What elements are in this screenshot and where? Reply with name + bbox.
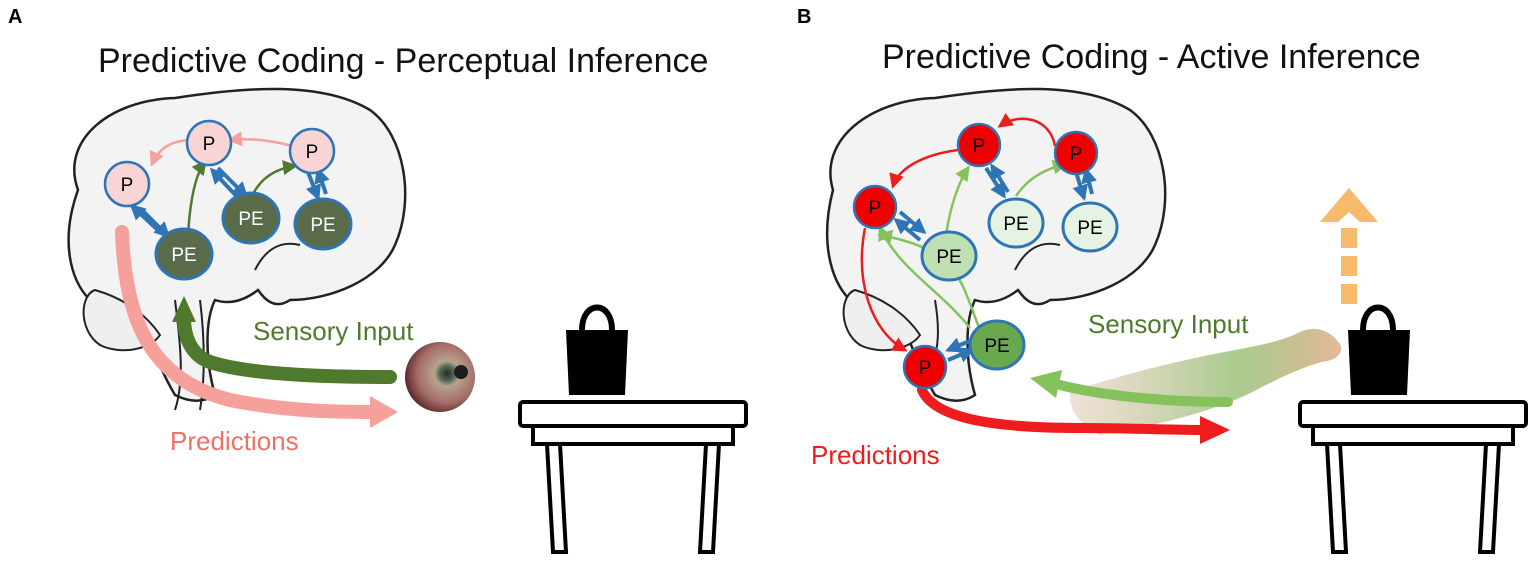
node-p3-a: P — [288, 127, 336, 175]
node-pe2-b-label: PE — [1003, 214, 1028, 235]
node-pe1-a-label: PE — [171, 245, 196, 266]
sensory-arrowhead-b — [1030, 370, 1062, 398]
node-pe3-a-label: PE — [310, 215, 335, 236]
node-pe2-a: PE — [221, 191, 281, 245]
blue-links-a — [129, 166, 330, 239]
bag-icon-b — [1348, 304, 1410, 395]
predictions-arrow-b — [917, 385, 1210, 435]
node-p2-b: P — [956, 122, 1002, 168]
predictions-label-a: Predictions — [170, 426, 299, 456]
predictions-arrowhead-b — [1200, 416, 1230, 444]
node-p2-a-label: P — [203, 134, 216, 155]
sensory-input-label-a: Sensory Input — [253, 316, 414, 346]
node-p3-a-label: P — [306, 142, 319, 163]
panel-a-letter: A — [8, 6, 23, 28]
node-pe2-b: PE — [987, 197, 1045, 249]
node-p1-a-label: P — [121, 175, 134, 196]
panel-a-title: Predictive Coding - Perceptual Inference — [98, 42, 709, 80]
node-p3-b-label: P — [1070, 144, 1083, 165]
red-links-b — [860, 112, 1057, 352]
panel-b: P P P P PE PE PE PE — [825, 87, 1528, 554]
node-pe3-b-label: PE — [1077, 218, 1102, 239]
sulcus-b — [1014, 242, 1061, 271]
eye-icon — [405, 342, 475, 412]
bag-icon-a — [566, 304, 628, 395]
predictions-arrow-a — [115, 225, 385, 419]
node-p1-b-label: P — [869, 198, 882, 219]
link-p3-p2-a — [227, 131, 293, 148]
predictions-arrowhead-a — [370, 396, 398, 428]
node-pe1-a: PE — [154, 227, 214, 281]
node-pe4-b-label: PE — [984, 336, 1009, 357]
node-pe1-b: PE — [920, 230, 978, 282]
sensory-arrowhead-a — [172, 296, 196, 322]
arm-image — [1069, 328, 1342, 435]
node-pe4-b: PE — [968, 319, 1026, 371]
node-p3-b: P — [1053, 130, 1099, 176]
node-p4-b-label: P — [919, 358, 932, 379]
node-pe3-a: PE — [293, 197, 353, 251]
node-p2-b-label: P — [973, 136, 986, 157]
link-pe2-p3-a — [250, 160, 298, 197]
blue-links-b — [893, 163, 1097, 363]
node-pe3-b: PE — [1061, 201, 1119, 253]
panel-a: P P P PE PE PE — [67, 87, 748, 554]
predictions-label-b: Predictions — [811, 440, 940, 470]
sensory-arrow-a — [177, 311, 397, 384]
node-p2-a: P — [185, 119, 233, 167]
node-p1-a: P — [103, 160, 151, 208]
node-pe2-a-label: PE — [238, 209, 263, 230]
sulcus-a — [254, 242, 301, 271]
sensory-arrow-b — [1055, 380, 1233, 407]
table-icon-a — [518, 400, 748, 554]
sensory-input-label-b: Sensory Input — [1088, 309, 1249, 339]
table-icon-b — [1298, 400, 1528, 554]
node-p1-b: P — [852, 184, 898, 230]
node-pe1-b-label: PE — [936, 247, 961, 268]
panel-b-title: Predictive Coding - Active Inference — [882, 38, 1421, 76]
panel-b-letter: B — [797, 6, 812, 28]
node-p4-b: P — [902, 344, 948, 390]
up-arrow — [1320, 188, 1378, 304]
link-pe1-p2-a — [186, 159, 207, 237]
